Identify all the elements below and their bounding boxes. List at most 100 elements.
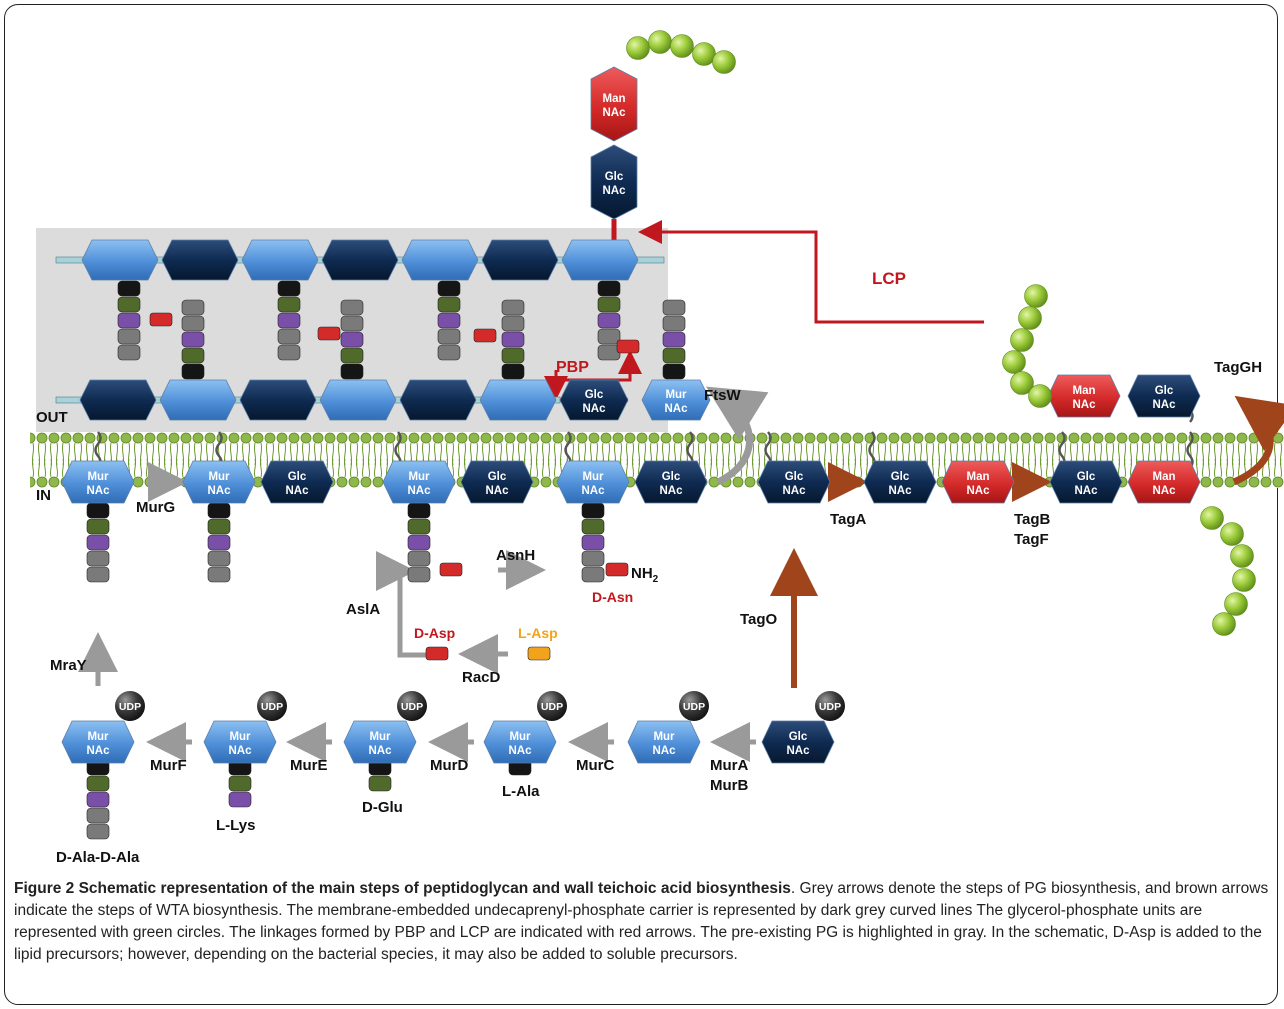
glcnac-wta-3-label-top: Glc (1077, 471, 1096, 483)
label-taggh: TagGH (1214, 359, 1262, 376)
lcp-arrow (638, 220, 984, 324)
glycerol-phosphate-chain-bottom-unit-5 (1224, 592, 1248, 616)
udp-marker-3: UDP (397, 691, 427, 721)
pg-bottom-light-2 (159, 379, 237, 421)
label-murd: MurD (430, 757, 468, 774)
label-murb: MurB (710, 777, 748, 794)
pg-top-light-1 (81, 239, 159, 281)
glcnac-nascent-label-top: Glc (585, 389, 604, 401)
label-nh2-sub: 2 (653, 574, 659, 585)
label-l-lys: L-Lys (216, 817, 255, 834)
murnac-udp-d-label-top: Mur (369, 731, 391, 743)
label-mray: MraY (50, 657, 87, 674)
murnac-udp-c-label-bottom: NAc (508, 745, 532, 757)
label-murg: MurG (136, 499, 175, 516)
biosynthesis-diagram: GlcNAcMurNAcMurNAcMurNAcGlcNAcMurNAcGlcN… (30, 30, 1284, 866)
pg-bottom-light-4 (319, 379, 397, 421)
stem-nascent (662, 299, 686, 380)
glcnac-wta-2-label-bottom: NAc (888, 485, 912, 497)
murnac-lipid2-asn-label-bottom: NAc (581, 485, 605, 497)
label-ftsw: FtsW (704, 387, 742, 404)
ftsw-arrow (706, 386, 769, 486)
label-murf: MurF (150, 757, 187, 774)
murnac-nascent-label-bottom: NAc (664, 403, 688, 415)
glcnac-wta-attached-label-top: Glc (605, 171, 624, 183)
d-asn-lipid2 (605, 562, 629, 577)
d-asp-free (425, 646, 449, 661)
pg-bottom-dark-3 (239, 379, 317, 421)
d-asp-top-7 (616, 339, 640, 354)
murnac-lipid2-asp-label-top: Mur (408, 471, 430, 483)
murnac-lipid1-label-bottom: NAc (86, 485, 110, 497)
glcnac-lipid2-asn-label-top: Glc (662, 471, 681, 483)
asla-arrow (376, 551, 432, 658)
mannac-wta-flipped-label-bottom: NAc (1072, 399, 1096, 411)
stem-lipid1 (86, 502, 110, 583)
label-d-asn: D-Asn (592, 589, 633, 605)
peptide-stems (86, 280, 686, 840)
label-asla: AslA (346, 601, 380, 618)
label-lcp: LCP (872, 269, 906, 288)
glycerol-phosphate-chain-top-unit-1 (626, 36, 650, 60)
stem-top-3 (277, 280, 301, 361)
murnac-nascent-label-top: Mur (665, 389, 687, 401)
d-asp-bot-4 (317, 326, 341, 341)
glcnac-wta-1-label-bottom: NAc (782, 485, 806, 497)
pg-top-light-5 (401, 239, 479, 281)
glycerol-phosphate-chain-top-unit-2 (648, 30, 672, 54)
pg-top-light-3 (241, 239, 319, 281)
glycerol-phosphate-chain-bottom-unit-2 (1220, 522, 1244, 546)
murnac-udp-d-label-bottom: NAc (368, 745, 392, 757)
murnac-udp-f-label-bottom: NAc (86, 745, 110, 757)
glycerol-phosphate-chain-middle-unit-6 (1028, 384, 1052, 408)
label-out: OUT (36, 409, 68, 426)
caption-title: Figure 2 Schematic representation of the… (14, 880, 791, 897)
stem-bot-2 (181, 299, 205, 380)
label-d-ala-d-ala: D-Ala-D-Ala (56, 849, 140, 866)
udp-label-5: UDP (683, 701, 705, 713)
mannac-wta-2-label-bottom: NAc (966, 485, 990, 497)
mannac-wta-3-label-bottom: NAc (1152, 485, 1176, 497)
glycerol-phosphate-chain-top-unit-4 (692, 42, 716, 66)
label-in: IN (36, 487, 51, 504)
pg-top-light-7 (561, 239, 639, 281)
glcnac-udp-label-bottom: NAc (786, 745, 810, 757)
label-racd: RacD (462, 669, 501, 686)
glycerol-phosphate-chain-bottom-unit-3 (1230, 544, 1254, 568)
label-nh2: NH (631, 565, 653, 582)
murnac-lipid2-label-top: Mur (208, 471, 230, 483)
stem-murd-product (368, 759, 392, 792)
stem-top-1 (117, 280, 141, 361)
glycerol-phosphate-chain-top-unit-3 (670, 34, 694, 58)
taggh-arrow (1232, 395, 1284, 486)
murnac-udp-f-label-top: Mur (87, 731, 109, 743)
glcnac-wta-flipped-label-bottom: NAc (1152, 399, 1176, 411)
d-asp-lipid2 (439, 562, 463, 577)
glcnac-wta-2-label-top: Glc (891, 471, 910, 483)
udp-label-6: UDP (819, 701, 841, 713)
murnac-lipid2-asn-label-top: Mur (582, 471, 604, 483)
glycerol-phosphate-chain-middle-unit-4 (1002, 350, 1026, 374)
glcnac-wta-attached-label-bottom: NAc (602, 185, 626, 197)
pg-bottom-light-6 (479, 379, 557, 421)
figure-caption: Figure 2 Schematic representation of the… (14, 878, 1270, 966)
caption-body: . Grey arrows denote the steps of PG bio… (14, 880, 1269, 963)
murnac-lipid2-label-bottom: NAc (207, 485, 231, 497)
